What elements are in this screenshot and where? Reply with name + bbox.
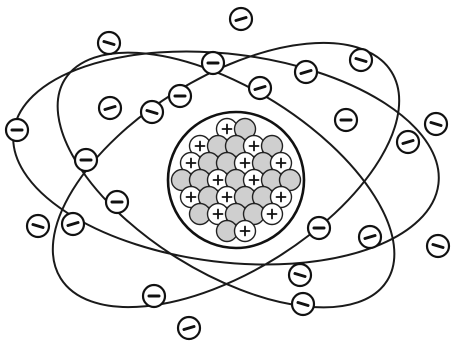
electron	[289, 264, 311, 286]
electron	[359, 226, 381, 248]
electron	[350, 49, 372, 71]
electron	[178, 317, 200, 339]
electron	[295, 61, 317, 83]
electron	[169, 85, 191, 107]
electron	[335, 109, 357, 131]
electron	[308, 217, 330, 239]
electron	[230, 8, 252, 30]
electron	[6, 119, 28, 141]
electron	[98, 32, 120, 54]
electron	[62, 213, 84, 235]
proton	[262, 204, 283, 225]
electron	[143, 285, 165, 307]
nucleus	[168, 112, 304, 248]
electron	[202, 52, 224, 74]
electron	[292, 293, 314, 315]
electron	[27, 215, 49, 237]
electron	[141, 101, 163, 123]
electron	[106, 191, 128, 213]
electron	[425, 113, 447, 135]
electron	[397, 131, 419, 153]
electron	[75, 149, 97, 171]
electron	[249, 77, 271, 99]
electron	[427, 235, 449, 257]
electron	[99, 97, 121, 119]
proton	[235, 221, 256, 242]
